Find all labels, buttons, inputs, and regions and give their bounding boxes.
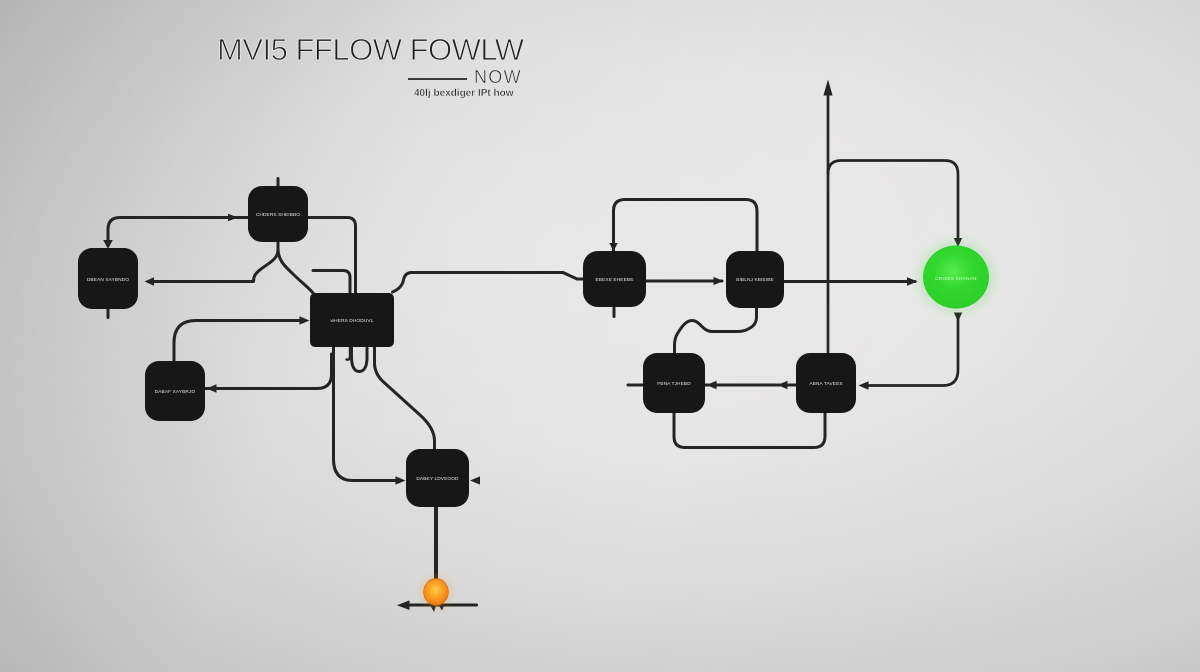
- svg-text:wHERS DHODUVL: wHERS DHODUVL: [331, 318, 374, 324]
- svg-text:CRISES KHANAN: CRISES KHANAN: [935, 276, 976, 281]
- svg-text:DABEY LDVEOOD: DABEY LDVEOOD: [416, 476, 459, 482]
- svg-text:EBEXE EHEEBE: EBEXE EHEEBE: [596, 277, 634, 283]
- svg-text:CHDERS SHEIBBO: CHDERS SHEIBBO: [256, 212, 300, 218]
- svg-text:DABAF XAYBRJO: DABAF XAYBRJO: [155, 389, 196, 395]
- svg-text:BIBLNJ KBIEIBE: BIBLNJ KBIEIBE: [736, 277, 774, 283]
- svg-text:DBEAN XAYBNDO: DBEAN XAYBNDO: [87, 277, 129, 283]
- svg-text:FBNA TJHEBD: FBNA TJHEBD: [657, 381, 691, 387]
- svg-text:ABNA TAVEES: ABNA TAVEES: [809, 381, 842, 387]
